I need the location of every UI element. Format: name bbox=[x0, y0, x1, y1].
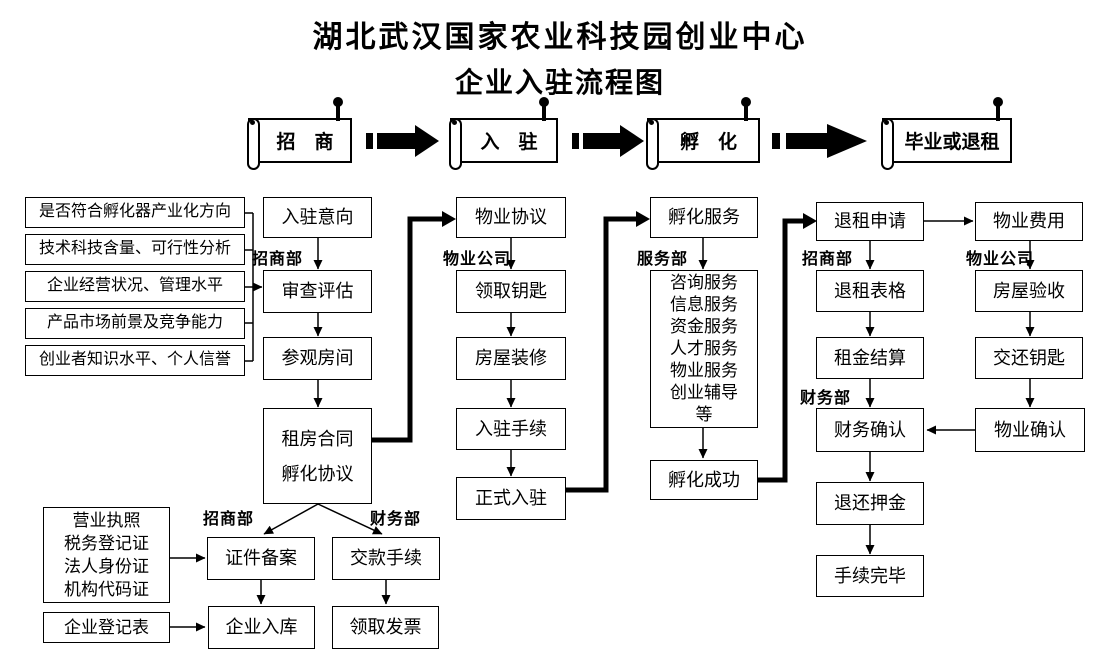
node-ruzhu-shouxu: 入驻手续 bbox=[456, 408, 566, 450]
banner-arrow-2 bbox=[572, 125, 644, 157]
scroll-roll-icon bbox=[881, 118, 894, 170]
node-line: 租房合同 bbox=[281, 428, 354, 449]
criteria-box-3: 企业经营状况、管理水平 bbox=[25, 271, 245, 302]
node-services-list: 咨询服务 信息服务 资金服务 人才服务 物业服务 创业辅导 等 bbox=[650, 270, 758, 428]
banner-biye-or-tuizu: 毕业或退租 bbox=[881, 97, 1012, 170]
service-line: 物业服务 bbox=[670, 361, 738, 380]
node-fuhua-chenggong: 孵化成功 bbox=[650, 460, 758, 500]
dept-label-caiwubu-right: 财务部 bbox=[800, 390, 852, 407]
node-ruzhu-yixiang: 入驻意向 bbox=[263, 197, 372, 238]
banner-label: 入 驻 bbox=[480, 132, 538, 153]
service-line: 等 bbox=[695, 405, 713, 424]
node-wuye-xieyi: 物业协议 bbox=[456, 197, 566, 238]
node-lingqu-yaoshi: 领取钥匙 bbox=[456, 270, 566, 313]
node-wuye-feiyong: 物业费用 bbox=[975, 202, 1083, 241]
node-zhengjian-beian: 证件备案 bbox=[207, 537, 315, 580]
scroll-knob-icon bbox=[333, 97, 343, 121]
doc-line: 法人身份证 bbox=[64, 557, 149, 576]
phase-elbow-arrowheads bbox=[442, 211, 817, 229]
node-fuhua-fuwu: 孵化服务 bbox=[650, 197, 758, 238]
node-zufang-hetong: 租房合同 孵化协议 bbox=[263, 408, 372, 504]
scroll-knob-icon bbox=[741, 97, 751, 121]
banner-arrow-3 bbox=[772, 124, 867, 158]
flow-arrows bbox=[170, 216, 1035, 632]
scroll-roll-icon bbox=[646, 118, 659, 170]
node-fangwu-zhuangxiu: 房屋装修 bbox=[456, 337, 566, 380]
criteria-bracket bbox=[245, 212, 263, 362]
dept-label-zhaoshangbu-top: 招商部 bbox=[252, 251, 304, 268]
dept-label-caiwubu-bottom: 财务部 bbox=[370, 511, 422, 528]
service-line: 创业辅导 bbox=[670, 383, 738, 402]
scroll-roll-icon bbox=[449, 118, 462, 170]
node-wuye-queren: 物业确认 bbox=[975, 408, 1085, 452]
banner-zhaoshang: 招 商 bbox=[247, 97, 352, 170]
title-line-2: 企业入驻流程图 bbox=[454, 67, 665, 98]
node-tuizu-shenqing: 退租申请 bbox=[816, 202, 924, 241]
service-line: 资金服务 bbox=[670, 317, 738, 336]
scroll-roll-icon bbox=[247, 118, 260, 170]
criteria-box-2: 技术科技含量、可行性分析 bbox=[25, 234, 245, 265]
dept-label-wuye-gongsi-right: 物业公司 bbox=[966, 251, 1035, 268]
node-zujin-jiesuan: 租金结算 bbox=[816, 337, 924, 379]
banner-fuhua: 孵 化 bbox=[646, 97, 760, 170]
banner-ruzhu: 入 驻 bbox=[449, 97, 558, 170]
node-lingqu-fapiao: 领取发票 bbox=[332, 606, 439, 649]
banner-label: 毕业或退租 bbox=[904, 132, 1000, 153]
title-line-1: 湖北武汉国家农业科技园创业中心 bbox=[312, 21, 808, 54]
doc-line: 营业执照 bbox=[72, 511, 141, 530]
criteria-box-4: 产品市场前景及竞争能力 bbox=[25, 308, 245, 339]
criteria-box-5: 创业者知识水平、个人信誉 bbox=[25, 345, 245, 376]
scroll-knob-icon bbox=[539, 97, 549, 121]
scroll-knob-icon bbox=[993, 97, 1003, 121]
node-canguan-fangjian: 参观房间 bbox=[263, 337, 372, 380]
phase-elbow-connectors bbox=[372, 216, 804, 493]
doc-line: 机构代码证 bbox=[64, 580, 149, 599]
doc-line: 税务登记证 bbox=[64, 534, 149, 553]
service-line: 咨询服务 bbox=[670, 273, 738, 292]
node-tuihuan-yajin: 退还押金 bbox=[816, 482, 924, 525]
service-line: 人才服务 bbox=[670, 339, 738, 358]
dept-label-wuye-gongsi-left: 物业公司 bbox=[443, 251, 512, 268]
node-jiaokuan-shouxu: 交款手续 bbox=[332, 537, 440, 580]
banner-arrow-1 bbox=[366, 125, 439, 157]
node-qiye-dengjibiao: 企业登记表 bbox=[43, 612, 170, 643]
service-line: 信息服务 bbox=[670, 295, 738, 314]
node-shencha-pinggu: 审查评估 bbox=[263, 270, 372, 313]
node-caiwu-queren: 财务确认 bbox=[816, 408, 924, 452]
node-jiaohuan-yaoshi: 交还钥匙 bbox=[975, 337, 1083, 379]
node-fangwu-yanshou: 房屋验收 bbox=[975, 270, 1083, 312]
node-documents: 营业执照 税务登记证 法人身份证 机构代码证 bbox=[43, 507, 170, 603]
page-title: 湖北武汉国家农业科技园创业中心 企业入驻流程图 bbox=[0, 12, 1120, 101]
node-line: 孵化协议 bbox=[281, 463, 354, 484]
node-qiye-ruku: 企业入库 bbox=[208, 606, 315, 649]
banner-label: 孵 化 bbox=[679, 132, 737, 153]
dept-label-zhaoshangbu-right: 招商部 bbox=[802, 251, 854, 268]
node-zhengshi-ruzhu: 正式入驻 bbox=[456, 477, 566, 520]
node-shouxu-wanbi: 手续完毕 bbox=[816, 555, 924, 597]
dept-label-zhaoshangbu-bottom: 招商部 bbox=[203, 511, 255, 528]
criteria-box-1: 是否符合孵化器产业化方向 bbox=[25, 197, 245, 228]
dept-label-fuwubu: 服务部 bbox=[637, 251, 689, 268]
banner-label: 招 商 bbox=[276, 132, 334, 153]
node-tuizu-biaoge: 退租表格 bbox=[816, 270, 924, 312]
